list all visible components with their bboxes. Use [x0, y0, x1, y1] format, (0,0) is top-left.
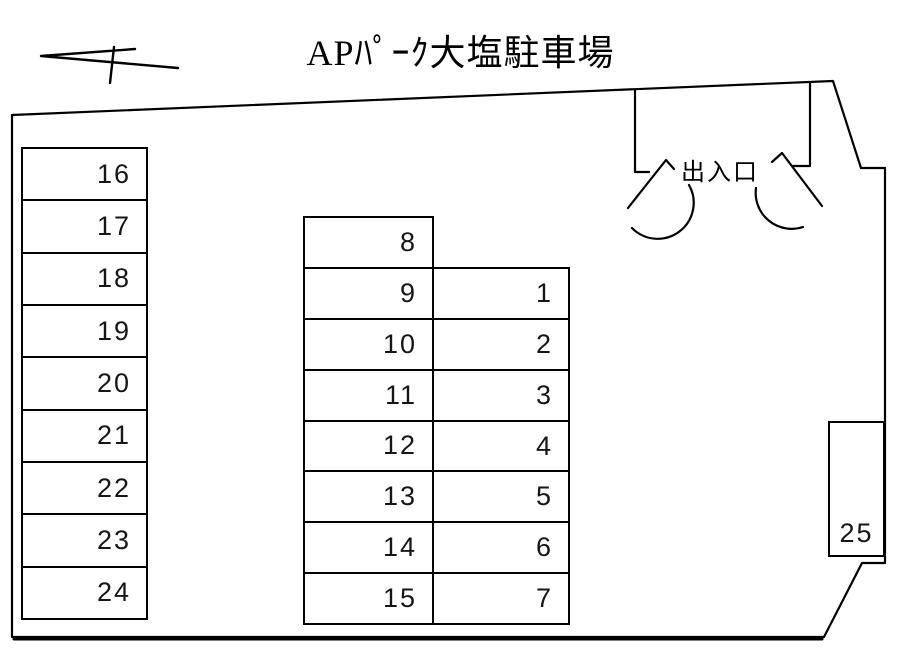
parking-space-6: 6	[434, 521, 568, 572]
parking-space-21: 21	[23, 408, 146, 461]
parking-space-13: 13	[305, 470, 432, 521]
parking-space-19: 19	[23, 303, 146, 356]
parking-space-15: 15	[305, 572, 432, 623]
parking-space-14: 14	[305, 521, 432, 572]
parking-space-17: 17	[23, 199, 146, 251]
parking-space-9: 9	[305, 266, 432, 318]
parking-space-23: 23	[23, 513, 146, 565]
entrance-left-wall	[633, 88, 651, 174]
parking-column-left: 16 17 18 19 20 21 22 23 24	[21, 147, 148, 620]
page-title: APﾊﾟｰｸ大塩駐車場	[306, 33, 615, 73]
parking-space-16: 16	[96, 158, 131, 189]
direction-arrow-icon	[39, 45, 180, 85]
parking-space-20: 20	[23, 356, 146, 408]
parking-space-4: 4	[434, 419, 568, 471]
parking-space-8: 8	[399, 226, 417, 257]
parking-column-middle-right: 1 2 3 4 5 6 7	[432, 267, 570, 625]
parking-space-3: 3	[434, 368, 568, 420]
boundary-outline	[10, 79, 887, 639]
parking-space-5: 5	[434, 470, 568, 521]
parking-space-24: 24	[23, 565, 146, 618]
parking-space-7: 7	[434, 572, 568, 623]
parking-space-2: 2	[434, 317, 568, 369]
entrance-right-wall	[791, 81, 812, 168]
gate-swing-left-icon	[626, 158, 695, 240]
parking-space-25: 25	[828, 421, 885, 557]
parking-space-12: 12	[305, 419, 432, 471]
parking-space-22: 22	[23, 460, 146, 513]
gate-swing-right-icon	[754, 151, 824, 230]
parking-space-10: 10	[305, 317, 432, 369]
parking-column-middle-left: 8 9 10 11 12 13 14 15	[303, 216, 434, 625]
parking-space-1: 1	[535, 277, 553, 308]
parking-space-11: 11	[305, 368, 432, 420]
entrance-label: 出入口	[681, 159, 759, 186]
parking-space-18: 18	[23, 251, 146, 304]
